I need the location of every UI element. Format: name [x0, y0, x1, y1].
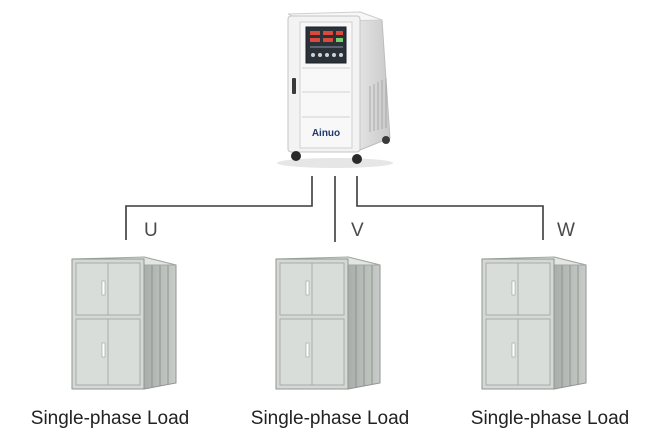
display-indicators: [310, 31, 343, 57]
wire-u: [125, 176, 313, 240]
load-label-1: Single-phase Load: [31, 408, 189, 429]
wiring: [125, 176, 544, 242]
load-cabinet-2: [275, 256, 381, 390]
source-handle: [292, 78, 296, 94]
load-label-2: Single-phase Load: [251, 408, 409, 429]
power-source-unit: Ainuo: [277, 11, 393, 168]
wire-w: [356, 176, 544, 240]
brand-logo: Ainuo: [312, 128, 340, 139]
load-label-3: Single-phase Load: [471, 408, 629, 429]
wheel-icon: [352, 154, 362, 164]
wheel-icon: [382, 136, 390, 144]
phase-label-w: W: [557, 220, 575, 241]
phase-label-u: U: [144, 220, 158, 241]
load-cabinet-3: [481, 256, 587, 390]
phase-label-v: V: [351, 220, 364, 241]
wheel-icon: [291, 151, 301, 161]
load-cabinet-1: [71, 256, 177, 390]
